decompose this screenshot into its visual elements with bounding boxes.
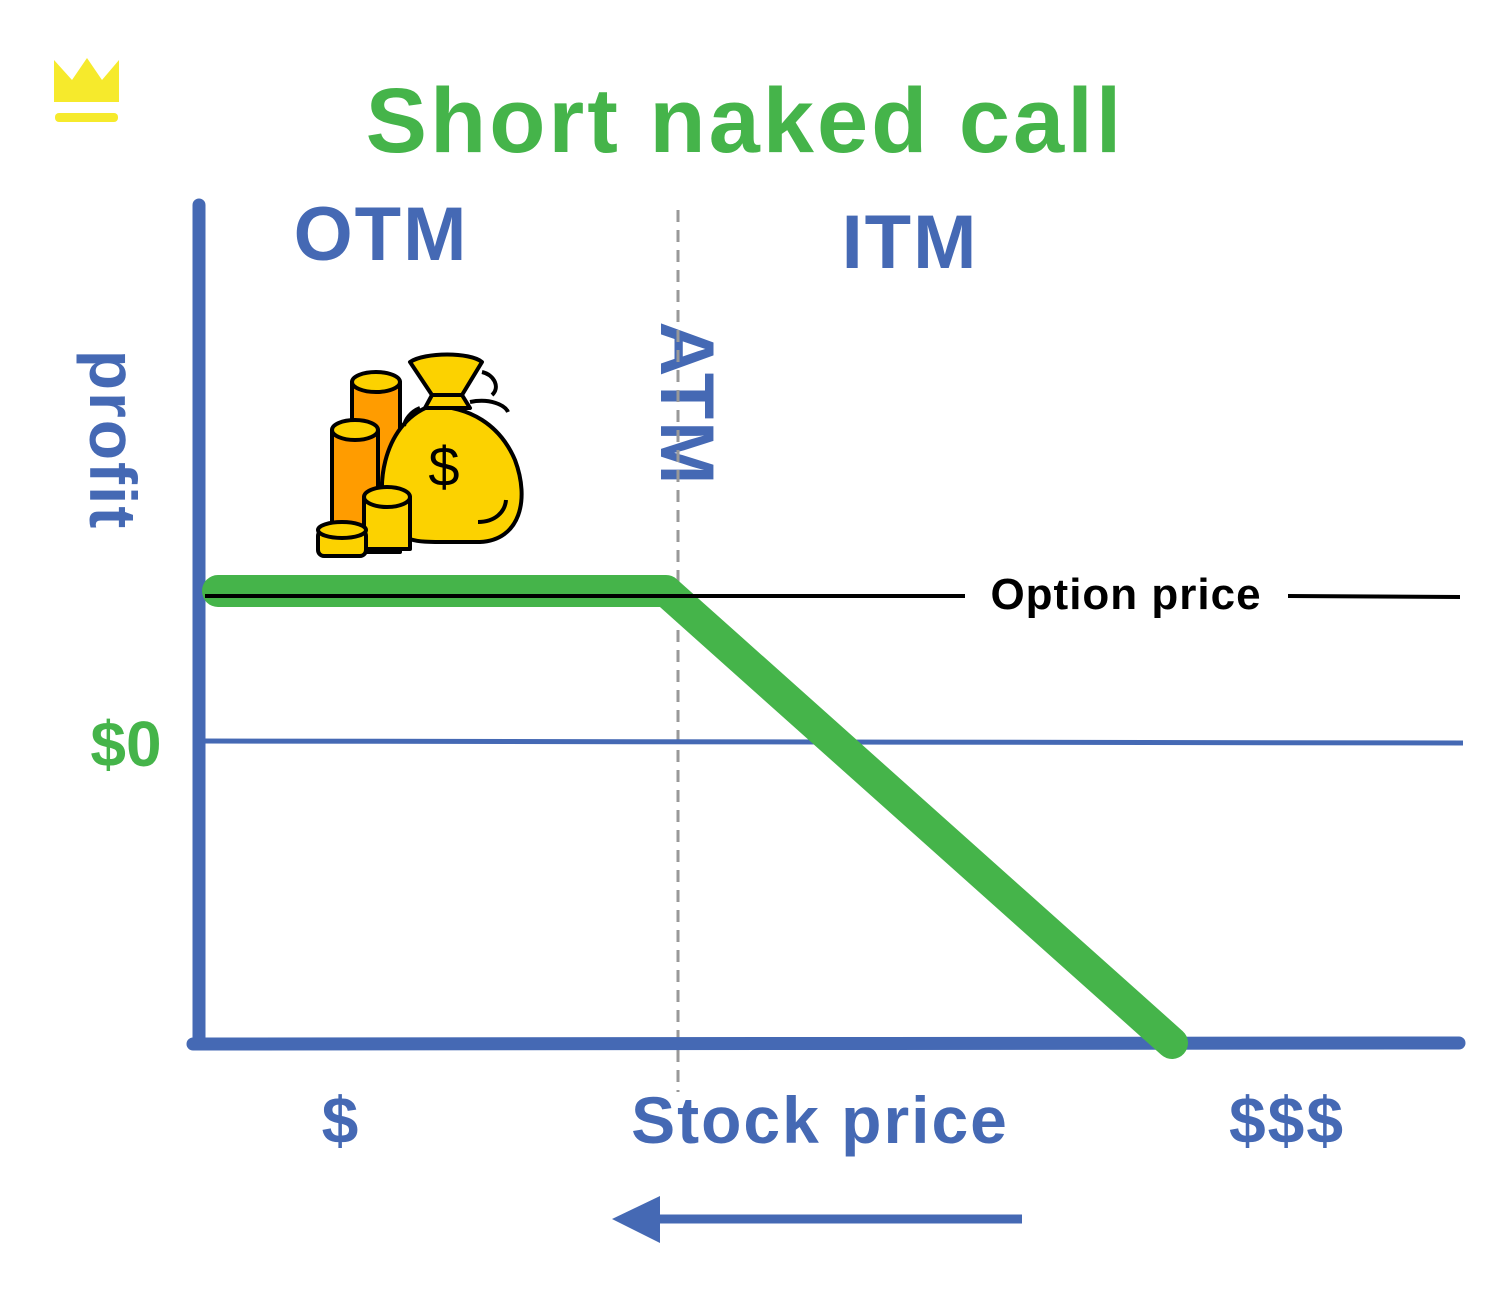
x-high-label: $$$ bbox=[1229, 1083, 1345, 1157]
y-axis-label: profit bbox=[76, 350, 150, 531]
left-arrow-icon bbox=[612, 1196, 1022, 1243]
crown-icon bbox=[54, 58, 119, 122]
money-bag-icon bbox=[316, 352, 524, 558]
chart-title: Short naked call bbox=[366, 70, 1125, 172]
x-axis-label: Stock price bbox=[631, 1083, 1009, 1157]
option-price-line-right bbox=[1287, 594, 1461, 599]
zero-label: $0 bbox=[90, 708, 161, 780]
payoff-line bbox=[202, 575, 1188, 1059]
dollar-sign-icon: $ bbox=[428, 435, 459, 498]
itm-label: ITM bbox=[842, 200, 979, 285]
x-low-label: $ bbox=[322, 1083, 361, 1157]
atm-label: ATM bbox=[644, 322, 729, 487]
otm-label: OTM bbox=[294, 192, 469, 277]
x-axis bbox=[186, 1036, 1466, 1051]
option-price-label: Option price bbox=[990, 570, 1261, 619]
